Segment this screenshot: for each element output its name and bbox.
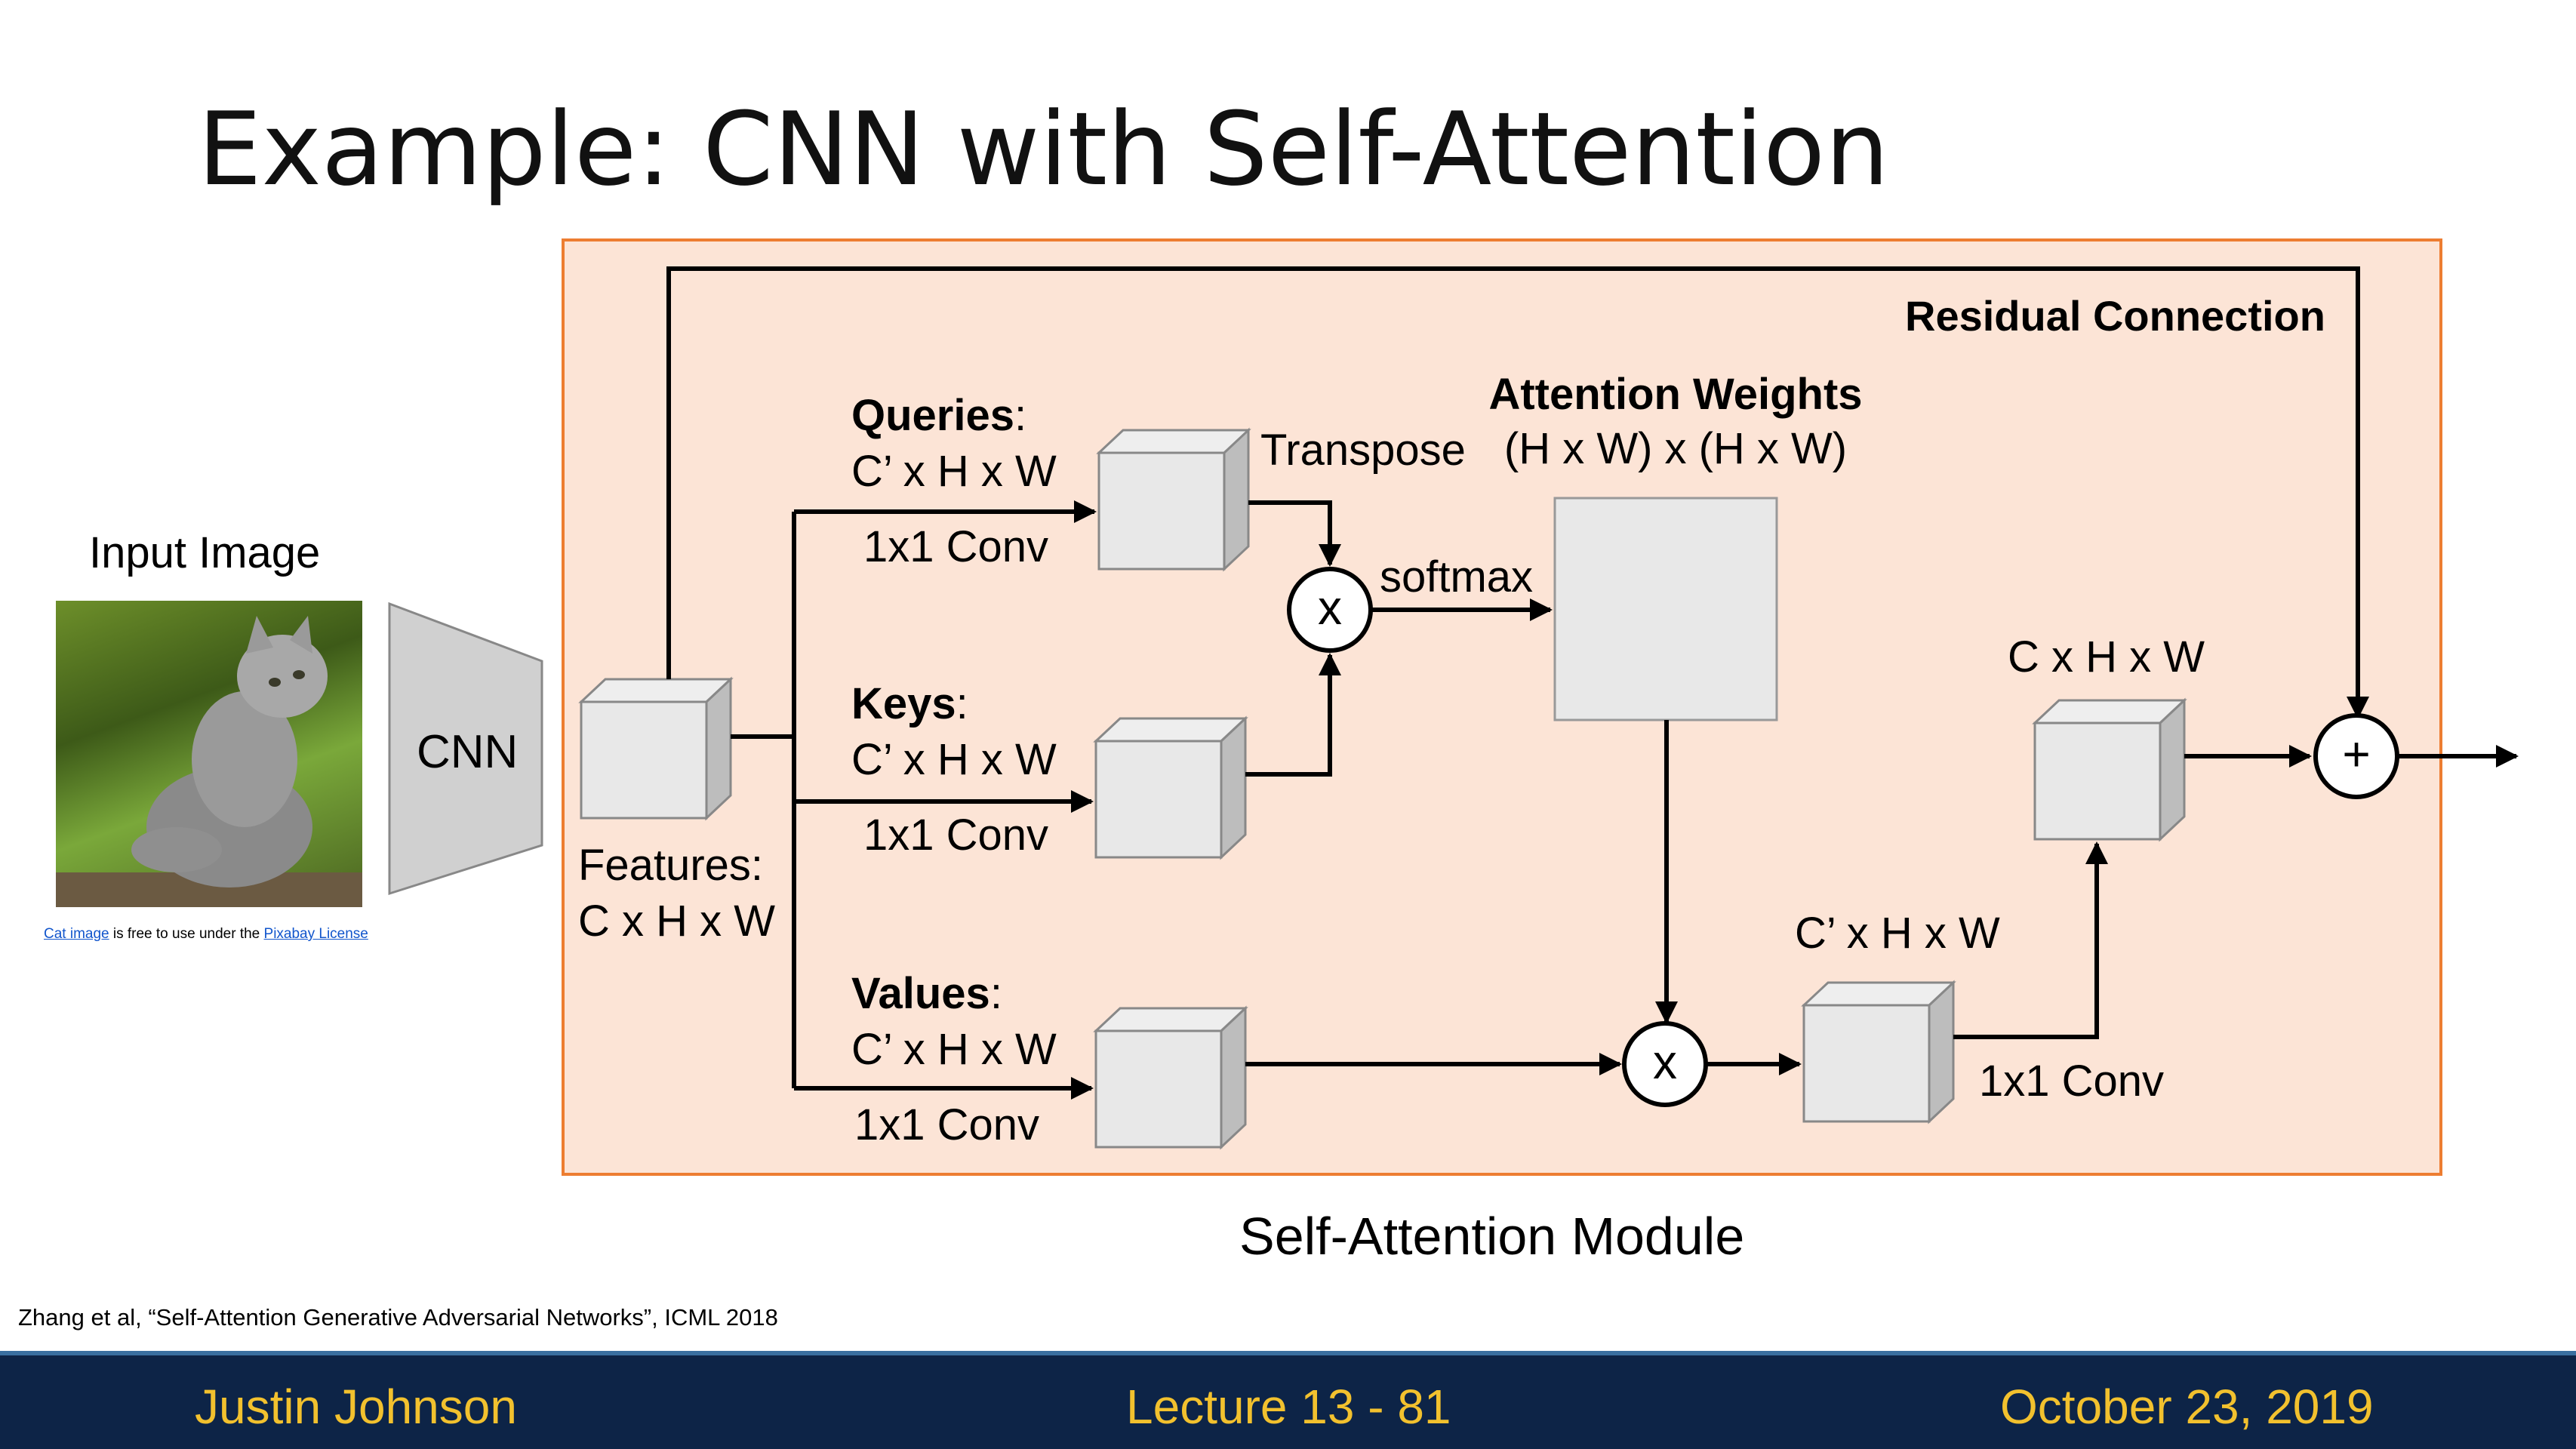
final-output-cube — [2032, 697, 2187, 842]
queries-conv: 1x1 Conv — [863, 522, 1049, 571]
queries-cube — [1096, 427, 1251, 572]
multiply-symbol-2: x — [1653, 1035, 1677, 1089]
queries-label: Queries: — [851, 391, 1027, 440]
features-cube — [578, 676, 734, 821]
slide-title: Example: CNN with Self-Attention — [198, 91, 1890, 208]
pixabay-license-link[interactable]: Pixabay License — [263, 926, 368, 942]
residual-connection-label: Residual Connection — [1905, 292, 2325, 340]
features-label: Features: — [578, 841, 763, 890]
citation: Zhang et al, “Self-Attention Generative … — [18, 1304, 778, 1331]
input-image-label: Input Image — [89, 528, 321, 577]
multiply-symbol-1: x — [1318, 580, 1342, 635]
features-shape: C x H x W — [578, 897, 775, 946]
footer-bar: Justin Johnson Lecture 13 - 81 October 2… — [0, 1351, 2576, 1449]
cnn-block — [388, 601, 543, 896]
queries-shape: C’ x H x W — [851, 447, 1057, 496]
final-output-shape: C x H x W — [2008, 632, 2205, 681]
attention-weights-title: Attention Weights — [1488, 370, 1863, 419]
image-credit: Cat image is free to use under the Pixab… — [44, 925, 368, 943]
residual-connection-line — [666, 266, 2369, 719]
add-symbol: + — [2342, 727, 2371, 781]
conv-arrow — [1953, 841, 2108, 1039]
attention-weights-shape: (H x W) x (H x W) — [1503, 424, 1848, 473]
keys-conv: 1x1 Conv — [863, 811, 1049, 860]
values-cube — [1093, 1005, 1248, 1150]
keys-cube — [1093, 715, 1248, 860]
final-conv-label: 1x1 Conv — [1979, 1057, 2165, 1106]
add-node — [2313, 713, 2399, 799]
values-conv: 1x1 Conv — [854, 1100, 1040, 1149]
keys-label: Keys: — [851, 679, 968, 728]
attention-weights-matrix — [1553, 497, 1778, 721]
transpose-arrow — [1248, 500, 1341, 567]
cat-image-link[interactable]: Cat image — [44, 926, 109, 942]
values-label: Values: — [851, 969, 1002, 1018]
footer-date: October 23, 2019 — [2000, 1380, 2374, 1434]
transpose-label: Transpose — [1260, 426, 1466, 475]
keys-shape: C’ x H x W — [851, 735, 1057, 784]
attention-output-shape: C’ x H x W — [1795, 909, 2000, 958]
softmax-label: softmax — [1380, 552, 1534, 601]
cat-photo — [56, 601, 362, 907]
multiply-node-1 — [1287, 567, 1373, 653]
cnn-label: CNN — [417, 726, 519, 778]
footer-lecture: Lecture 13 - 81 — [1126, 1380, 1451, 1434]
keys-to-multiply-arrow — [1245, 653, 1341, 777]
image-credit-text: is free to use under the — [109, 926, 264, 942]
footer-author: Justin Johnson — [195, 1380, 517, 1434]
attention-output-cube — [1801, 980, 1956, 1124]
multiply-node-2 — [1622, 1021, 1708, 1107]
module-caption: Self-Attention Module — [1239, 1207, 1745, 1266]
values-shape: C’ x H x W — [851, 1025, 1057, 1074]
